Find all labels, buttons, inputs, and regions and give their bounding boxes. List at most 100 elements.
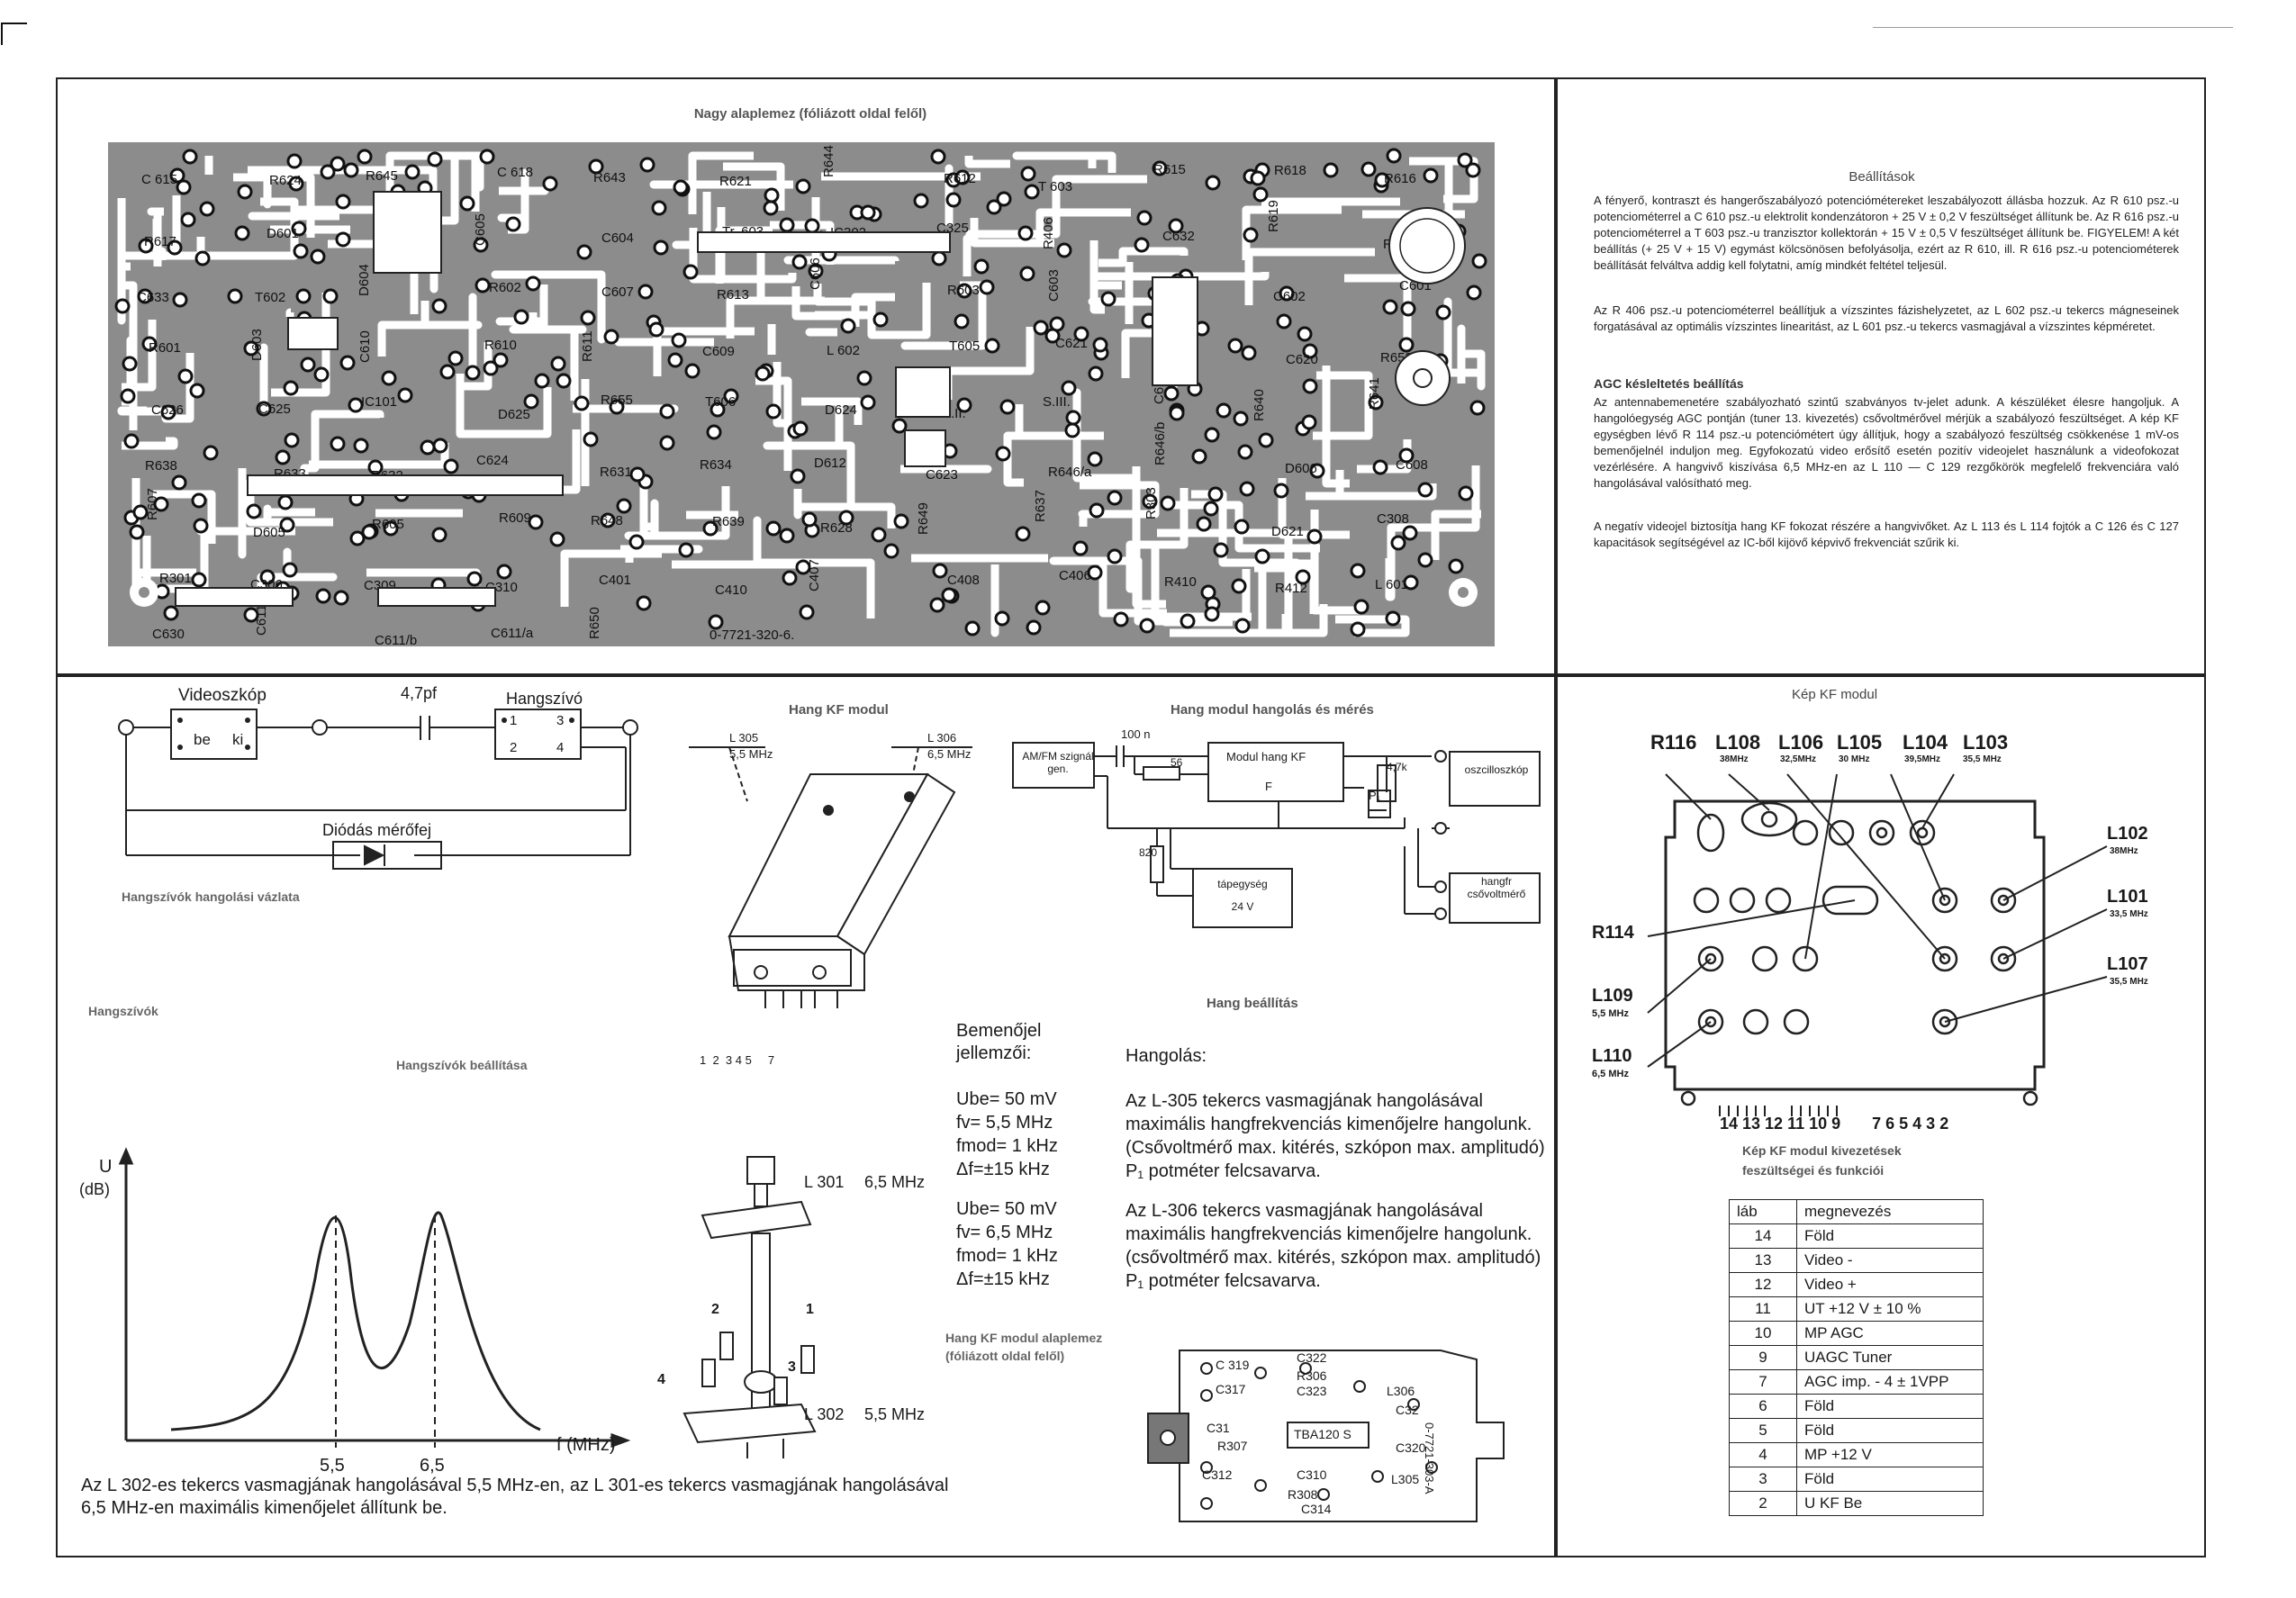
table-header-row: láb megnevezés xyxy=(1729,1199,1984,1224)
pcb-trace xyxy=(285,308,294,317)
pcb-pad xyxy=(883,543,899,559)
table-cell-pin: 2 xyxy=(1729,1491,1797,1516)
pcb-pad xyxy=(973,258,990,275)
pcb-label: R610 xyxy=(484,338,517,353)
pcb-pad xyxy=(1386,148,1402,164)
pcb-label: R619 xyxy=(1266,200,1281,232)
pcb-pad xyxy=(1301,414,1317,430)
pcb-pad xyxy=(994,610,1010,627)
pcb-pad xyxy=(808,263,824,279)
pin-4: 4 xyxy=(556,740,565,755)
pcb-label: R618 xyxy=(1274,163,1306,178)
pcb-pad xyxy=(1273,483,1289,499)
pcb-pad xyxy=(1234,519,1250,535)
pcb-pad xyxy=(1465,162,1481,178)
pcb-pad xyxy=(1350,563,1366,579)
pcb-pad xyxy=(1402,525,1418,541)
pcb-pad xyxy=(1297,326,1313,342)
kep-caption-1: Kép KF modul kivezetések xyxy=(1742,1143,1902,1158)
pcb-pad xyxy=(1160,495,1176,511)
graph-y-unit: (dB) xyxy=(79,1180,111,1198)
pcb-trace xyxy=(377,301,483,357)
cap-label: 4,7pf xyxy=(401,684,438,702)
pcb-label: R643 xyxy=(593,170,626,185)
pcb-pad xyxy=(792,420,809,437)
pcb-pad xyxy=(479,149,495,165)
pcb-pad xyxy=(1398,337,1415,353)
pcb-pad xyxy=(1239,481,1255,497)
pcb-label: R637 xyxy=(1033,490,1048,522)
pcb-pad xyxy=(979,279,995,295)
alaplemez-r308: R308 xyxy=(1288,1487,1318,1502)
pcb-label: R634 xyxy=(700,457,732,473)
alaplemez-tba120s: TBA120 S xyxy=(1294,1427,1351,1441)
pcb-pad xyxy=(1065,410,1081,426)
table-cell-pin: 3 xyxy=(1729,1467,1797,1492)
pcb-trace xyxy=(1409,157,1478,203)
pcb-trace xyxy=(122,437,178,450)
table-cell-function: MP +12 V xyxy=(1796,1442,1984,1467)
pcb-trace xyxy=(1125,488,1189,593)
hang-kf-modul-pins: 1 2 3 4 5 7 xyxy=(700,1053,775,1067)
pcb-pad xyxy=(310,248,326,265)
pcb-label: C609 xyxy=(702,344,735,359)
sound-panel xyxy=(56,673,1558,1557)
pcb-pad xyxy=(932,563,948,579)
p1-label: P₁ xyxy=(1369,789,1381,802)
pcb-pad xyxy=(671,332,687,348)
bemeno-title-2: jellemzői: xyxy=(956,1043,1032,1063)
settings-paragraph-1: A fényerő, kontraszt és hangerőszabályoz… xyxy=(1594,194,2179,272)
kep-label-l101: L101 xyxy=(2107,887,2148,907)
hangolas-label: Hangolás: xyxy=(1125,1046,1207,1066)
ki-label: ki xyxy=(232,731,244,748)
pcb-trace xyxy=(263,504,315,519)
bemeno-group-1: Ube= 50 mV fv= 5,5 MHz fmod= 1 kHz Δf=±1… xyxy=(956,1089,1058,1179)
pcb-label: C611/b xyxy=(375,633,417,646)
table-header-lab: láb xyxy=(1729,1199,1797,1224)
pcb-label: R613 xyxy=(717,287,749,302)
table-cell-pin: 10 xyxy=(1729,1321,1797,1346)
pcb-trace xyxy=(793,489,896,528)
pcb-pad xyxy=(616,498,632,514)
pcb-label: C602 xyxy=(1273,289,1306,304)
pcb-label: C605 xyxy=(473,213,488,246)
pcb-pad xyxy=(765,520,782,537)
tap-voltage: 24 V xyxy=(1231,900,1254,913)
pcb-pad xyxy=(282,562,298,578)
pcb-pad xyxy=(1243,227,1259,243)
hang-beallitas-title: Hang beállítás xyxy=(1207,996,1298,1011)
pcb-trace xyxy=(964,156,1010,168)
pcb-pad xyxy=(706,424,722,440)
pcb-label: R631 xyxy=(600,465,632,480)
pcb-pad xyxy=(322,288,339,304)
be-label: be xyxy=(194,731,211,748)
pcb-pad xyxy=(288,176,304,192)
pcb-pad xyxy=(163,605,179,621)
pcb-label: R303 xyxy=(1143,487,1159,519)
pcb-label: S.III. xyxy=(1043,394,1071,410)
pcb-pad xyxy=(275,449,291,465)
pcb-pad xyxy=(639,157,655,173)
table-cell-pin: 13 xyxy=(1729,1248,1797,1273)
pcb-pad xyxy=(1400,301,1416,317)
kep-label-l106: L106 xyxy=(1778,731,1824,754)
pcb-label: D625 xyxy=(498,407,530,422)
pcb-pad xyxy=(1169,405,1185,421)
table-cell-pin: 11 xyxy=(1729,1296,1797,1322)
pcb-pad xyxy=(361,524,377,540)
pcb-label: R602 xyxy=(489,280,521,295)
pcb-pad xyxy=(723,388,739,404)
table-cell-pin: 4 xyxy=(1729,1442,1797,1467)
pcb-pad xyxy=(954,313,970,330)
agc-paragraph-2: A negatív videojel biztosítja hang KF fo… xyxy=(1594,519,2179,549)
pcb-label: R601 xyxy=(149,340,181,356)
pcb-pad xyxy=(708,614,724,630)
pcb-pad xyxy=(114,298,131,314)
pcb-pad xyxy=(1033,320,1049,336)
pcb-pad xyxy=(782,570,798,586)
hang-beallitas-p1: Az L-305 tekercs vasmagjának hangolásáva… xyxy=(1125,1091,1545,1181)
pcb-trace xyxy=(1151,548,1252,621)
pcb-pad xyxy=(528,514,544,530)
